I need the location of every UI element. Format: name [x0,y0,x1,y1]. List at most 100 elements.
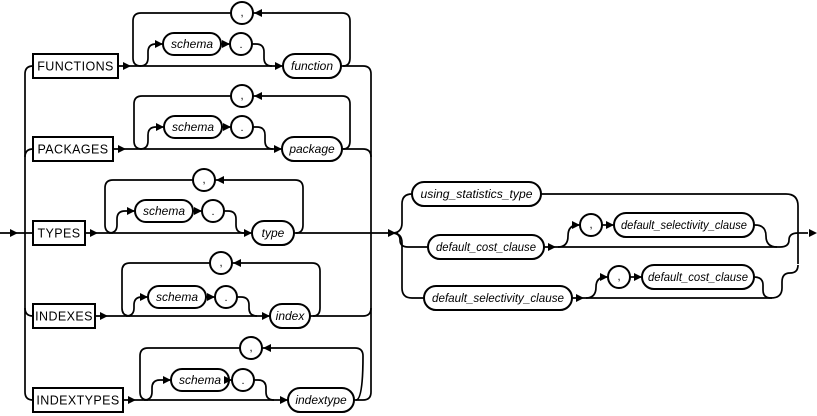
clause-oval-default-cost-clause: default_cost_clause [427,234,545,260]
dot-separator-row2-label: . [240,122,243,134]
clause-oval-default-cost-clause-opt-label: default_cost_clause [648,272,748,284]
comma-separator-row2: , [230,84,254,108]
row2-schema-branch-in [139,126,164,150]
row4-comma-arrow-icon [233,259,241,267]
left-branch-corner-2 [24,148,34,158]
row1-comma-arrow-icon [254,9,262,17]
keyword-box-types: TYPES [32,220,86,246]
comma-separator-row3-label: , [202,174,205,186]
row1-main-line [118,65,372,75]
row5-schema-branch-out [254,379,275,401]
keyword-box-types-label: TYPES [38,227,81,241]
schema-oval-row2: schema [163,115,223,139]
row2-schema-arrow-icon [156,123,164,131]
operand-oval-index: index [269,303,311,329]
comma-separator-row3-shape [192,168,216,192]
comma-separator-row4-shape [209,251,233,275]
operand-oval-function-label: function [291,59,333,73]
row1-dot-arrow-icon [222,40,230,48]
row3-keyword-arrow-icon [90,229,98,237]
exit-arrow-icon [809,229,817,237]
comma-separator-row2-shape [230,84,254,108]
row1-schema-branch-in [139,43,163,67]
using-row-out [541,193,799,264]
arrowheads [10,9,817,404]
dot-separator-row4-label: . [224,292,227,304]
keyword-box-indextypes-shape [32,387,124,413]
keyword-box-packages-shape [32,136,114,162]
operand-oval-index-label: index [276,309,306,323]
comma-separator-row4: , [209,251,233,275]
comma-separator-sel-opt: , [607,265,631,289]
comma-separator-row5-label: , [249,342,252,354]
clause-oval-default-selectivity-clause-shape [423,285,573,311]
row3-comma-arrow-icon [216,176,224,184]
dot-separator-row1: . [229,32,253,56]
cost-opt-oval-arrow-icon [606,221,614,229]
dot-separator-row1-label: . [239,39,242,51]
sel-opt-oval-arrow-icon [634,273,642,281]
row4-schema-branch-out [237,296,258,317]
comma-separator-cost-opt-label: , [589,219,592,231]
selectivity-out-arrow-icon [576,294,584,302]
comma-separator-row4-label: , [219,257,222,269]
clause-oval-default-cost-clause-label: default_cost_clause [436,242,536,254]
clause-oval-default-cost-clause-shape [427,234,545,260]
row4-schema-arrow-icon [140,293,148,301]
operand-oval-indextype: indextype [287,387,355,413]
cost-opt-merge-down [754,224,778,248]
connector-lines [0,12,808,401]
sel-opt-merge-down [753,276,772,299]
row5-comma-arrow-icon [263,344,271,352]
keyword-box-packages: PACKAGES [32,136,114,162]
nodes: FUNCTIONS PACKAGES TYPES INDEXES INDEXTY… [32,1,755,413]
row5-object-arrow-icon [280,396,288,404]
row4-object-arrow-icon [262,312,270,320]
comma-separator-row1-label: , [240,7,243,19]
schema-oval-row2-label: schema [172,120,214,134]
operand-oval-indextype-label: indextype [295,393,347,407]
left-branch-corner-4 [24,307,34,317]
schema-oval-row3: schema [134,199,194,223]
row3-dot-arrow-icon [194,207,202,215]
row4-main-line [95,307,372,317]
schema-oval-row1-label: schema [171,37,213,51]
right-branch-up [391,193,413,234]
row1-object-arrow-icon [275,62,283,70]
right-branch-down [391,232,424,299]
dot-separator-row3-label: . [211,206,214,218]
dot-separator-row2: . [230,115,254,139]
row2-object-arrow-icon [274,145,282,153]
row2-schema-branch-out [253,126,274,150]
clause-oval-default-cost-clause-opt: default_cost_clause [641,264,755,290]
row4-keyword-arrow-icon [100,312,108,320]
sel-opt-branch-up [585,276,608,299]
clause-oval-default-selectivity-clause-label: default_selectivity_clause [432,293,564,305]
row3-schema-branch-in [108,210,135,234]
cost-opt-branch-up [557,224,580,248]
comma-separator-cost-opt: , [579,213,603,237]
schema-oval-row4: schema [147,285,207,309]
keyword-box-indexes: INDEXES [32,303,96,329]
operand-oval-function: function [282,53,342,79]
row2-keyword-arrow-icon [118,145,126,153]
row2-comma-arrow-icon [254,92,262,100]
operand-oval-package-label: package [288,142,335,156]
cost-row-merge-up [779,232,799,248]
comma-separator-row1: , [230,1,254,25]
operand-oval-type: type [251,220,295,246]
comma-separator-row1-shape [230,1,254,25]
dot-separator-row5-label: . [241,375,244,387]
keyword-box-indextypes-label: INDEXTYPES [36,394,119,408]
dot-separator-row5: . [231,368,255,392]
row1-keyword-arrow-icon [123,62,131,70]
schema-oval-row5: schema [170,368,230,392]
clause-oval-using-statistics-type-shape [411,181,542,207]
dot-separator-row4: . [214,285,238,309]
keyword-box-indextypes: INDEXTYPES [32,387,124,413]
keyword-box-packages-label: PACKAGES [37,143,108,157]
selectivity-row-merge-up [770,264,799,299]
comma-separator-row3: , [192,168,216,192]
keyword-box-indexes-shape [32,303,96,329]
